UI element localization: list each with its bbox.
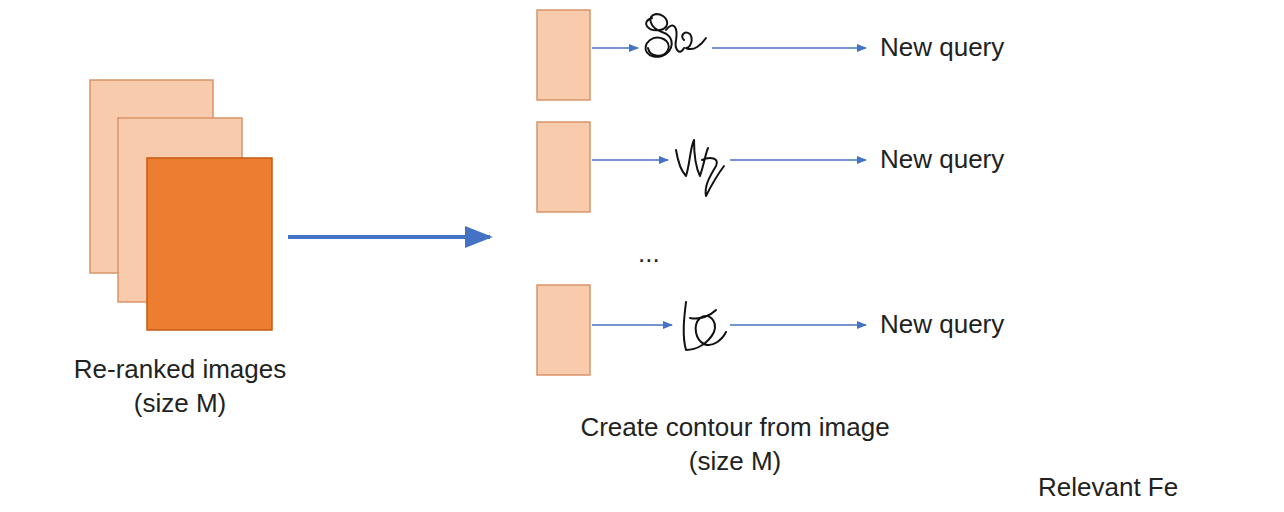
query-label: New query <box>880 142 1080 176</box>
node-caption: Re-ranked images (size M) <box>55 352 305 421</box>
main-arrow <box>288 235 490 239</box>
contour-scribbles <box>646 14 726 350</box>
image-stack-node: Re-ranked images (size M) <box>55 70 305 421</box>
step-caption: Create contour from image (size M) <box>565 410 905 479</box>
ellipsis: ... <box>638 236 698 270</box>
section-label: Relevant Fe <box>1038 470 1278 504</box>
thumbnail-arrows <box>592 48 866 325</box>
image-stack <box>90 80 272 330</box>
image-thumbnails <box>537 10 590 375</box>
query-label: New query <box>880 30 1080 64</box>
query-label: New query <box>880 307 1080 341</box>
